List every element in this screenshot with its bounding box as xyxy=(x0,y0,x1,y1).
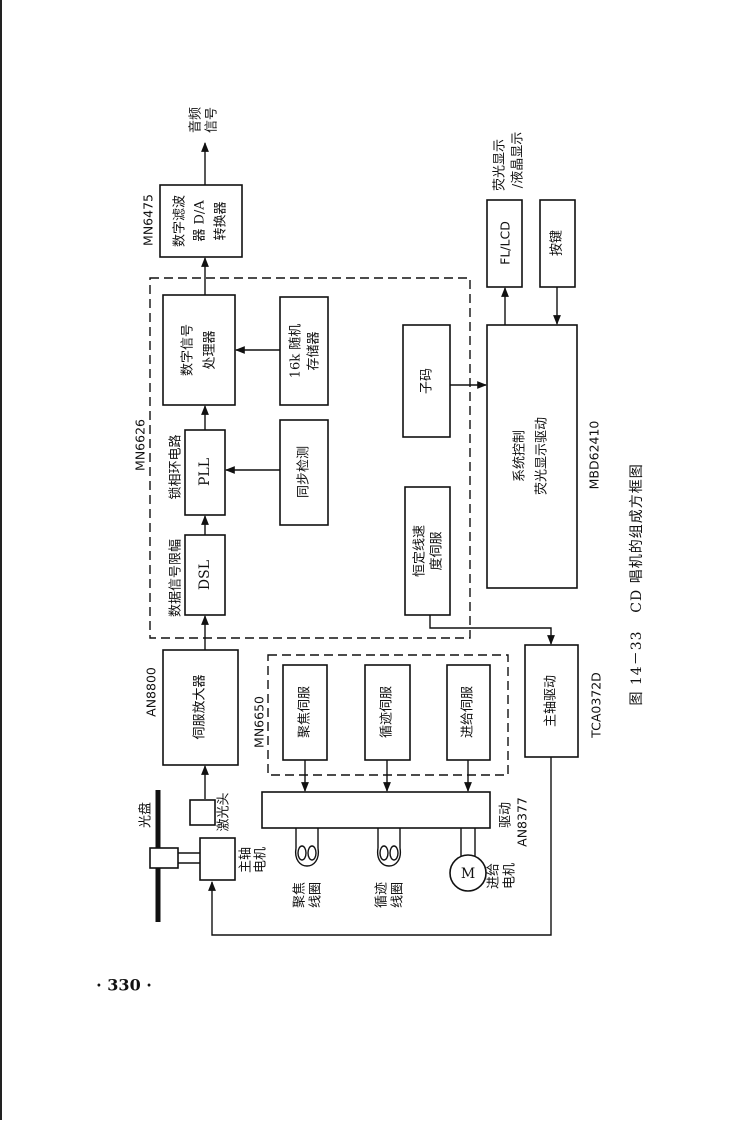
page-number: · 330 · xyxy=(96,976,152,995)
feed-servo-text: 进给伺服 xyxy=(461,686,476,738)
dsl-caption: 数据信号限幅 xyxy=(169,539,184,617)
servo-amp-chip-label: AN8800 xyxy=(144,667,159,717)
clv-servo-text-line1: 恒定线速 xyxy=(413,525,428,577)
sync-detect-box xyxy=(279,419,329,526)
driver-bar xyxy=(261,791,491,829)
clv-servo-box xyxy=(404,486,451,616)
display-caption-line2: /液晶显示 xyxy=(511,132,526,188)
dsp-text-line1: 数字信号 xyxy=(181,324,196,376)
focus-coil xyxy=(295,828,319,867)
keys-text: 按键 xyxy=(550,230,565,256)
laser-head-box xyxy=(189,799,216,826)
feed-motor-circle xyxy=(449,854,487,892)
figure-title: CD 唱机的组成方框图 xyxy=(629,463,645,612)
dsp-text-line2: 处理器 xyxy=(203,330,218,369)
subcode-box xyxy=(402,324,451,438)
pll-caption: 锁相环电路 xyxy=(168,434,184,499)
tracking-coil-label-line1: 循迹 xyxy=(375,882,390,908)
system-control-box xyxy=(486,324,578,589)
system-control-chip-label: MBD62410 xyxy=(587,421,602,490)
servo-amp-text: 伺服放大器 xyxy=(193,674,208,739)
disc-hub xyxy=(149,847,179,869)
disc-label: 光盘 xyxy=(138,802,154,828)
spindle-driver-text: 主轴驱动 xyxy=(544,675,559,727)
dsl-text: DSL xyxy=(197,560,213,590)
servo-amp-box xyxy=(162,649,239,766)
mn6626-dashed-box xyxy=(149,277,471,639)
spindle-driver-chip-label: TCA0372D xyxy=(589,672,604,739)
ram-text-line1: 16k 随机 xyxy=(289,324,304,379)
display-box xyxy=(486,199,523,288)
audio-output-label-line2: 信号 xyxy=(205,107,220,133)
spindle-motor-label-line1: 主轴 xyxy=(239,847,254,873)
sync-detect-text: 同步检测 xyxy=(297,446,312,498)
spindle-motor-label-line2: 电机 xyxy=(254,847,269,873)
dac-chip-label: MN6475 xyxy=(141,194,156,246)
system-control-text-line1: 系统控制 xyxy=(513,430,528,482)
figure-number: 图 14－33 xyxy=(629,630,645,705)
focus-coil-label-line1: 聚焦 xyxy=(293,882,308,908)
pll-text: PLL xyxy=(197,458,213,486)
display-caption-line1: 荧光显示 xyxy=(493,139,508,191)
feed-motor-symbol: M xyxy=(461,866,475,882)
feed-motor-label-line2: 电机 xyxy=(503,863,518,889)
system-control-text-line2: 荧光显示驱动 xyxy=(535,417,550,495)
audio-output-label-line1: 音频 xyxy=(188,107,204,133)
driver-label-line2: AN8377 xyxy=(515,797,530,847)
dsp-box xyxy=(162,294,236,406)
laser-head-label: 激光头 xyxy=(217,792,232,831)
tracking-coil-label-line2: 线圈 xyxy=(391,882,406,908)
focus-servo-text: 聚焦伺服 xyxy=(298,686,313,738)
driver-label-line1: 驱动 xyxy=(499,802,514,828)
display-box-text: FL/LCD xyxy=(498,221,513,265)
dac-text-line3: 转换器 xyxy=(214,201,229,240)
dac-box xyxy=(159,184,243,258)
ram-text-line2: 存储器 xyxy=(307,331,322,370)
subcode-text: 子码 xyxy=(420,368,435,394)
spindle-driver-to-motor-wire xyxy=(208,757,552,936)
mn6650-chip-label: MN6650 xyxy=(252,696,267,748)
tracking-coil xyxy=(377,828,401,867)
clv-to-spindle-driver-wire xyxy=(429,615,555,645)
clv-servo-text-line2: 度伺服 xyxy=(429,531,445,570)
tracking-servo-text: 循迹伺服 xyxy=(380,686,395,738)
feed-motor-label-line1: 进给 xyxy=(487,863,502,889)
mn6626-chip-label: MN6626 xyxy=(133,419,148,471)
ram-box xyxy=(279,296,329,406)
dac-text-line2: 器 D/A xyxy=(193,200,208,242)
focus-coil-label-line2: 线圈 xyxy=(309,882,324,908)
spindle-motor-box xyxy=(199,837,236,881)
mn6650-dashed-box xyxy=(267,654,509,776)
dac-text-line1: 数字滤波 xyxy=(173,195,188,247)
